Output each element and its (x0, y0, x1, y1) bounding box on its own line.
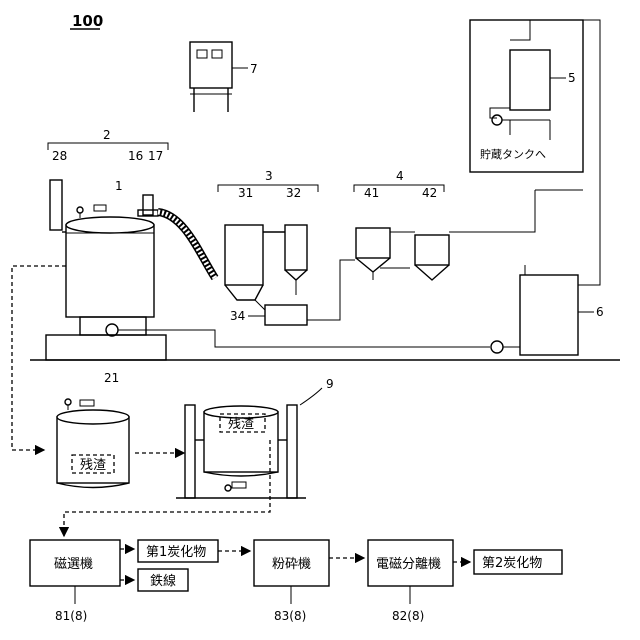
magnetic-separator-label: 磁選機 (54, 557, 93, 572)
second-carbide-label: 第2炭化物 (482, 556, 542, 571)
electromagnetic-separator-id: 82(8) (392, 609, 424, 623)
label-6: 6 (596, 305, 604, 319)
label-9: 9 (326, 377, 334, 391)
magnetic-separator-id: 81(8) (55, 609, 87, 623)
first-carbide-label: 第1炭化物 (146, 545, 206, 560)
pipe-to-tank-6 (578, 20, 600, 285)
furnace-base (46, 335, 166, 360)
label-31: 31 (238, 186, 253, 200)
label-5: 5 (568, 71, 576, 85)
residue-flow-line (12, 266, 66, 450)
label-2: 2 (103, 128, 111, 142)
electromagnetic-separator-label: 電磁分離機 (376, 557, 441, 572)
label-3: 3 (265, 169, 273, 183)
tank-6 (520, 275, 578, 355)
label-28: 28 (52, 149, 67, 163)
label-34: 34 (230, 309, 245, 323)
storage-tank-note: 貯蔵タンクへ (480, 148, 546, 161)
crusher-id: 83(8) (274, 609, 306, 623)
label-17: 17 (148, 149, 163, 163)
label-4: 4 (396, 169, 404, 183)
label-32: 32 (286, 186, 301, 200)
residue-container (57, 399, 129, 488)
residue-label-1: 残渣 (80, 458, 106, 473)
label-42: 42 (422, 186, 437, 200)
carbonization-furnace (50, 180, 158, 336)
flexible-hose (158, 212, 215, 278)
residue-label-2: 残渣 (228, 417, 254, 432)
return-pump (491, 341, 503, 353)
label-21: 21 (104, 371, 119, 385)
label-7: 7 (250, 62, 258, 76)
control-cabinet (190, 42, 248, 112)
label-9-leader (300, 388, 322, 405)
oil-separation-unit (356, 190, 535, 280)
label-1: 1 (115, 179, 123, 193)
label-41: 41 (364, 186, 379, 200)
iron-wire-label: 鉄線 (150, 573, 176, 589)
label-16: 16 (128, 149, 143, 163)
bracket-3 (218, 185, 318, 192)
crusher-label: 粉砕機 (272, 557, 311, 572)
figure-number: 100 (72, 12, 103, 30)
return-line (118, 330, 490, 347)
